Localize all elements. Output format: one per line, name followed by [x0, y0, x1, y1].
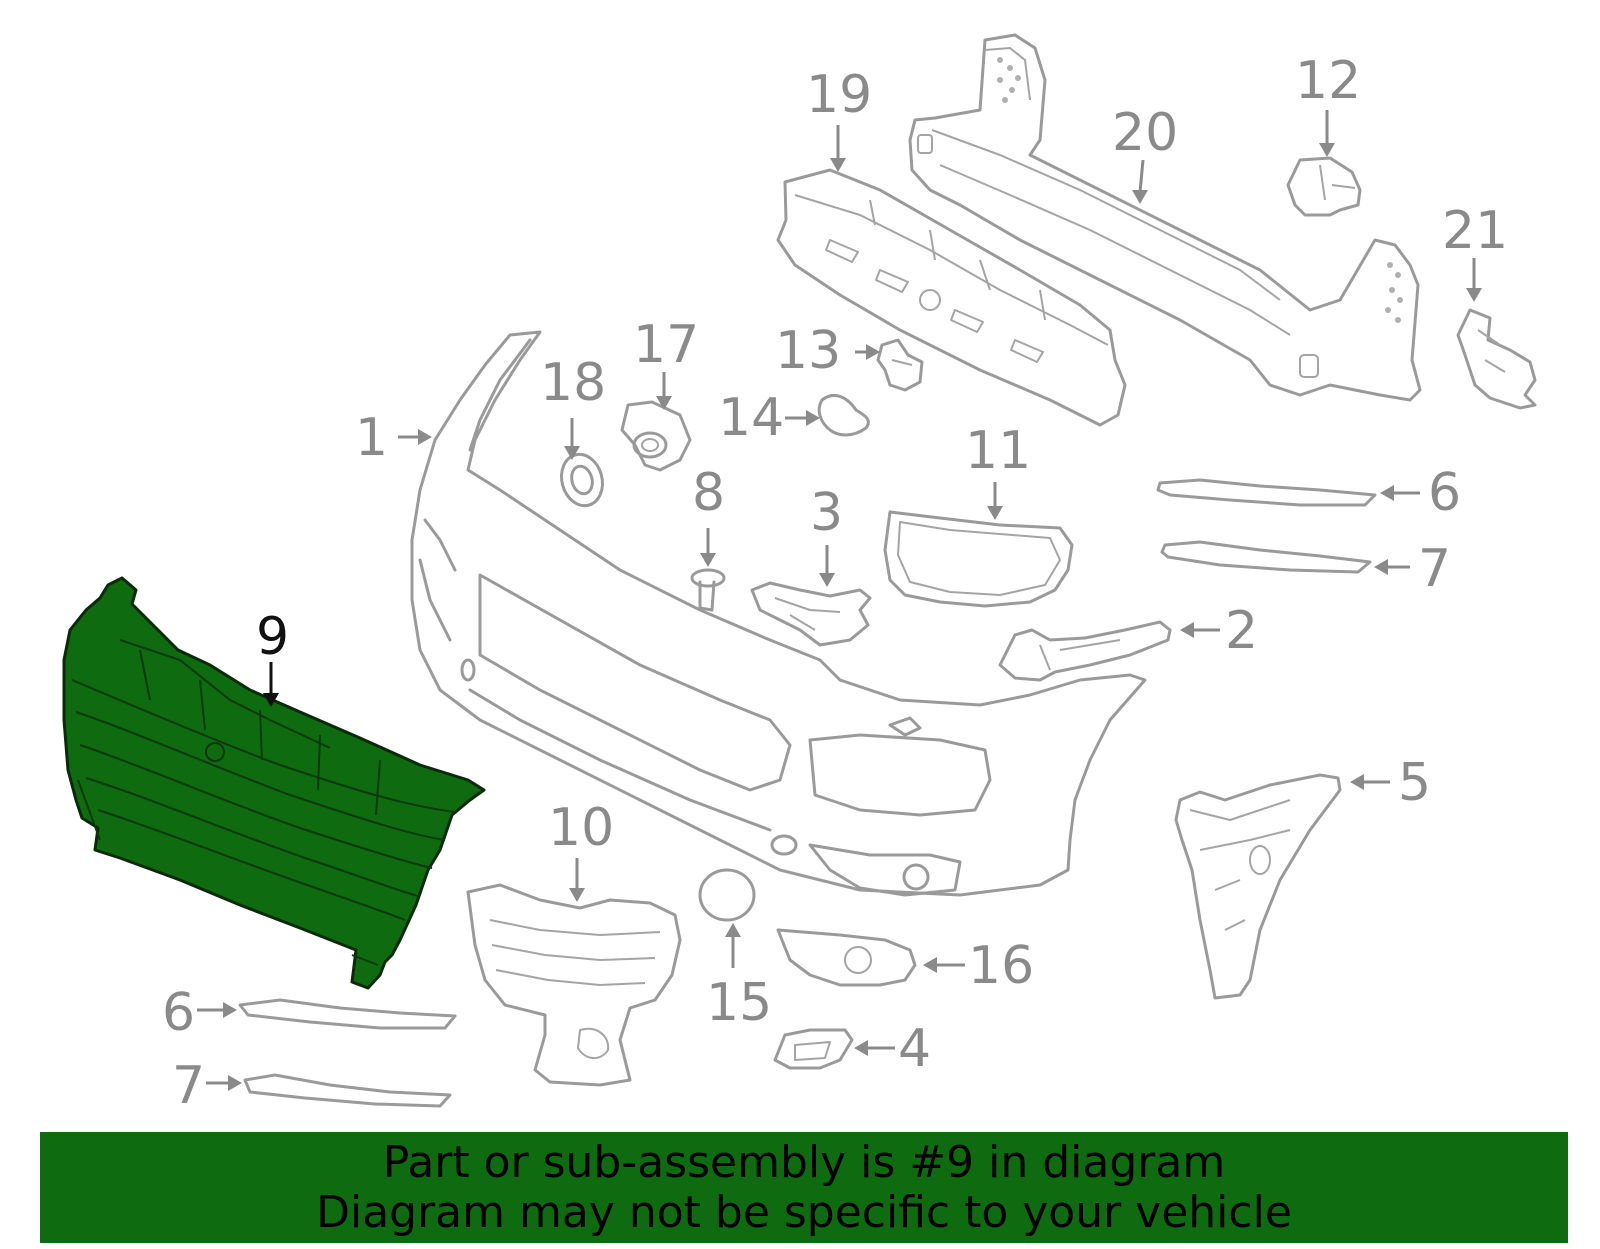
callout-4: 4 — [898, 1019, 931, 1079]
banner-line-2: Diagram may not be specific to your vehi… — [316, 1186, 1292, 1238]
part-21-bracket[interactable] — [1456, 308, 1537, 410]
callout-7-left: 7 — [172, 1056, 205, 1116]
banner-line-1: Part or sub-assembly is #9 in diagram — [382, 1136, 1226, 1188]
callout-16: 16 — [968, 936, 1034, 996]
callout-10: 10 — [548, 798, 614, 858]
callout-5: 5 — [1398, 753, 1431, 813]
callout-9[interactable]: 9 — [256, 607, 289, 667]
part-1-bumper-cover[interactable] — [410, 330, 1147, 897]
part-6-strip-right[interactable] — [1156, 478, 1377, 507]
callout-2: 2 — [1225, 601, 1258, 661]
part-10-lower-grille[interactable] — [466, 883, 682, 1087]
callout-8: 8 — [692, 463, 725, 523]
part-19-energy-absorber[interactable] — [776, 168, 1127, 427]
callout-15: 15 — [706, 973, 772, 1033]
part-7-strip-left[interactable] — [243, 1073, 452, 1108]
callout-21: 21 — [1442, 201, 1508, 261]
callout-6-right: 6 — [1428, 463, 1461, 523]
callout-12: 12 — [1295, 51, 1361, 111]
callout-14: 14 — [718, 388, 784, 448]
callout-19: 19 — [806, 65, 872, 125]
info-banner: Part or sub-assembly is #9 in diagram Di… — [40, 1132, 1568, 1243]
part-13-clip[interactable] — [876, 338, 924, 392]
callout-3: 3 — [810, 483, 843, 543]
part-16-fog-trim[interactable] — [776, 928, 917, 987]
leader-arrows — [197, 110, 1482, 1091]
part-6-strip-left[interactable] — [238, 998, 457, 1030]
part-12-bracket[interactable] — [1286, 156, 1362, 217]
part-20-reinforcement-bar[interactable] — [908, 33, 1422, 402]
part-18-ring[interactable] — [556, 450, 608, 511]
part-4-trim[interactable] — [773, 1028, 854, 1070]
callout-7-right: 7 — [1418, 539, 1451, 599]
part-5-side-bracket[interactable] — [1174, 773, 1342, 1000]
callout-18: 18 — [540, 353, 606, 413]
callout-20: 20 — [1112, 103, 1178, 163]
callout-labels: 19 20 12 21 13 14 17 18 1 8 3 11 6 7 2 9… — [162, 51, 1508, 1116]
part-11-fog-frame[interactable] — [883, 510, 1074, 608]
callout-13: 13 — [775, 321, 841, 381]
callout-1: 1 — [355, 408, 388, 468]
callout-6-left: 6 — [162, 983, 195, 1043]
part-8-bolt[interactable] — [690, 568, 726, 612]
part-17-sensor[interactable] — [620, 400, 692, 472]
callout-11: 11 — [965, 421, 1031, 481]
part-15-cap[interactable] — [698, 868, 756, 922]
part-3-bracket[interactable] — [750, 581, 872, 647]
callout-17: 17 — [633, 315, 699, 375]
part-2-bracket[interactable] — [998, 620, 1172, 682]
part-7-strip-right[interactable] — [1160, 540, 1372, 574]
part-14-cap[interactable] — [817, 394, 870, 437]
